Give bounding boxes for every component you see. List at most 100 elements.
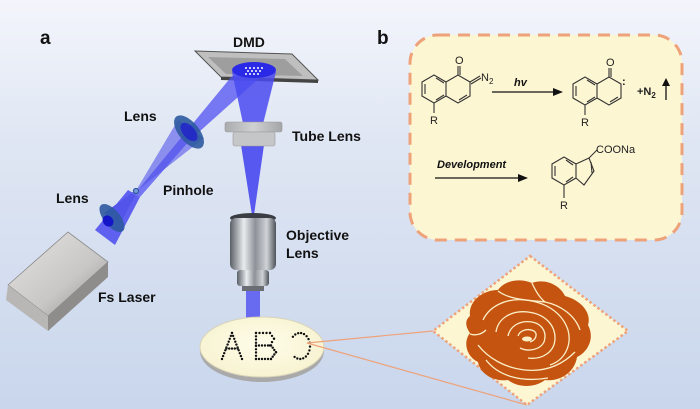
laser-dot: [229, 334, 233, 338]
lower-lens-core: [102, 215, 114, 227]
laser-dot: [291, 335, 295, 338]
laser-dot: [254, 344, 258, 347]
product-structure: [551, 149, 598, 198]
intermediate-structure: [572, 68, 622, 115]
laser-dot: [269, 344, 273, 347]
dmd-label: DMD: [233, 34, 265, 50]
laser-dot: [260, 344, 264, 347]
laser-dot: [236, 347, 239, 350]
laser-dot: [231, 334, 235, 338]
laser-dot: [304, 355, 308, 358]
hv-label: hv: [514, 77, 528, 89]
reactant-oxygen: O: [455, 55, 464, 67]
laser-dot: [239, 354, 243, 358]
laser-dot: [308, 345, 312, 348]
laser-dot: [254, 341, 258, 344]
reaction-panel: [408, 33, 684, 242]
letter-b: [254, 331, 278, 361]
fs-laser: [6, 231, 109, 331]
nitrogen-symbol: +N: [637, 86, 651, 98]
intermediate-oxygen: O: [606, 57, 615, 69]
letter-c: [291, 331, 312, 361]
laser-dot: [257, 344, 261, 347]
laser-dot: [261, 331, 265, 335]
laser-dot: [266, 357, 270, 361]
fs-laser-label: Fs Laser: [98, 289, 156, 305]
laser-dot: [227, 340, 230, 343]
development-arrow-head: [518, 174, 528, 182]
intermediate-r-group: R: [581, 117, 589, 129]
laser-dot: [297, 332, 300, 335]
laser-dot: [224, 349, 227, 352]
pinhole-label: Pinhole: [163, 182, 214, 198]
nitrogen-subscript: 2: [651, 91, 656, 100]
laser-dot: [265, 331, 268, 335]
laser-dot: [235, 343, 238, 346]
reactant-n2-subscript: 2: [489, 77, 494, 86]
laser-dot: [266, 344, 270, 347]
objective-label-line2: Lens: [286, 245, 319, 261]
gas-evolution-arrow-head: [662, 78, 670, 86]
laser-dot: [233, 337, 236, 340]
development-label: Development: [437, 159, 507, 171]
laser-dot: [305, 335, 308, 338]
laser-dot: [254, 335, 258, 338]
sample-substrate: [199, 316, 325, 382]
laser-dot: [263, 357, 267, 361]
laser-dot: [271, 355, 274, 358]
laser-dot: [307, 337, 310, 341]
panel-label-b: b: [377, 28, 389, 49]
laser-dot: [230, 347, 234, 350]
reactant-r-group: R: [430, 115, 438, 127]
laser-dot: [299, 357, 302, 361]
laser-dot: [270, 340, 274, 344]
laser-dot: [260, 357, 264, 361]
product-carboxylate: COONa: [596, 144, 636, 156]
zoom-connector: [306, 330, 528, 406]
carbene-dots: :: [622, 76, 626, 88]
laser-dot: [254, 351, 258, 354]
objective-label-line1: Objective: [286, 227, 349, 243]
laser-dot: [238, 352, 241, 355]
upper-lens-label: Lens: [124, 108, 157, 124]
letter-a: [220, 331, 244, 361]
laser-dot: [226, 343, 229, 346]
zoom-inset: [430, 254, 631, 407]
reactant-n2-symbol: N: [481, 72, 489, 84]
laser-dot: [308, 349, 311, 352]
laser-dot: [293, 355, 296, 359]
lower-lens-label: Lens: [56, 190, 89, 206]
laser-dot: [254, 348, 258, 351]
laser-dot: [254, 357, 258, 361]
laser-dot: [271, 346, 274, 349]
laser-dot: [228, 347, 231, 350]
laser-dot: [254, 338, 258, 341]
laser-dot: [272, 337, 276, 340]
laser-dot: [220, 357, 224, 361]
laser-dot: [225, 347, 228, 350]
upper-lens-core: [180, 122, 198, 142]
laser-dot: [257, 357, 261, 361]
laser-dot: [258, 331, 261, 335]
reactant-n2: N2: [481, 72, 494, 86]
laser-dot: [302, 357, 305, 360]
tube-lens: [224, 121, 283, 147]
laser-dot: [296, 357, 299, 360]
laser-dot: [299, 331, 303, 335]
hv-arrow-head: [553, 88, 563, 96]
laser-dot: [230, 331, 234, 335]
laser-dot: [273, 348, 276, 352]
laser-dot: [221, 354, 225, 358]
laser-dot: [254, 354, 258, 357]
dmd-pattern: [245, 67, 263, 75]
pinhole: [132, 187, 140, 195]
rose-pattern: [466, 280, 591, 386]
laser-dot: [269, 357, 273, 361]
laser-dot: [294, 333, 297, 336]
tube-lens-label: Tube Lens: [292, 128, 361, 144]
patterned-letters: [220, 331, 312, 361]
laser-dot: [273, 353, 276, 356]
panel-label-a: a: [40, 28, 51, 49]
